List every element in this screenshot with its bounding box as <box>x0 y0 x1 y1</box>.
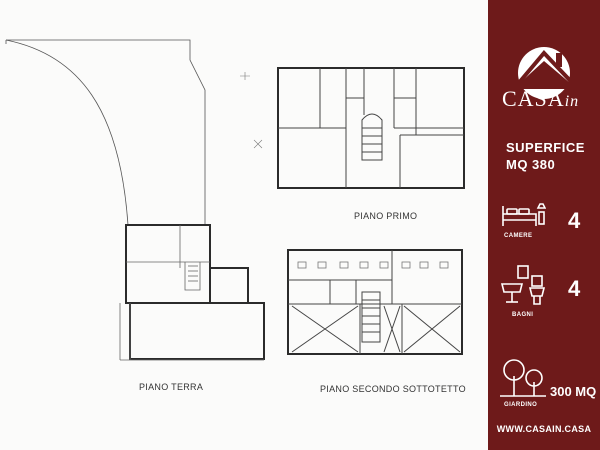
bathroom-icon <box>500 265 546 305</box>
level-label-second: PIANO SECONDO SOTTOTETTO <box>320 384 466 394</box>
feature-label-bagni: BAGNI <box>512 312 534 318</box>
superficie-label: SUPERFICE <box>506 140 585 155</box>
brand-name: CASAin <box>502 86 579 112</box>
floor-plan-drawing <box>5 39 465 361</box>
trees-icon <box>500 359 546 397</box>
feature-value-bagni: 4 <box>568 276 581 301</box>
listing-sidebar: CASAin SUPERFICE MQ 380 CAMERE 4 <box>488 0 600 450</box>
floor-plan: PIANO TERRA PIANO PRIMO PIANO SECONDO SO… <box>5 39 466 394</box>
level-label-first: PIANO PRIMO <box>354 211 418 221</box>
website-link[interactable]: WWW.CASAIN.CASA <box>496 424 592 434</box>
feature-value-giardino: 300 MQ <box>550 384 597 399</box>
feature-value-camere: 4 <box>568 208 581 233</box>
ground-floor-plan <box>125 224 265 360</box>
superficie-value: MQ 380 <box>506 157 556 172</box>
feature-label-camere: CAMERE <box>504 233 533 239</box>
garden-boundary <box>6 39 206 225</box>
level-label-ground: PIANO TERRA <box>139 382 204 392</box>
bed-icon <box>502 203 546 226</box>
garden-curve <box>5 39 129 226</box>
house-logo-icon <box>510 47 582 99</box>
feature-label-giardino: GIARDINO <box>504 402 538 408</box>
brand-main: CASA <box>502 86 565 111</box>
brand-suffix: in <box>564 93 580 110</box>
second-floor-plan <box>287 249 463 355</box>
